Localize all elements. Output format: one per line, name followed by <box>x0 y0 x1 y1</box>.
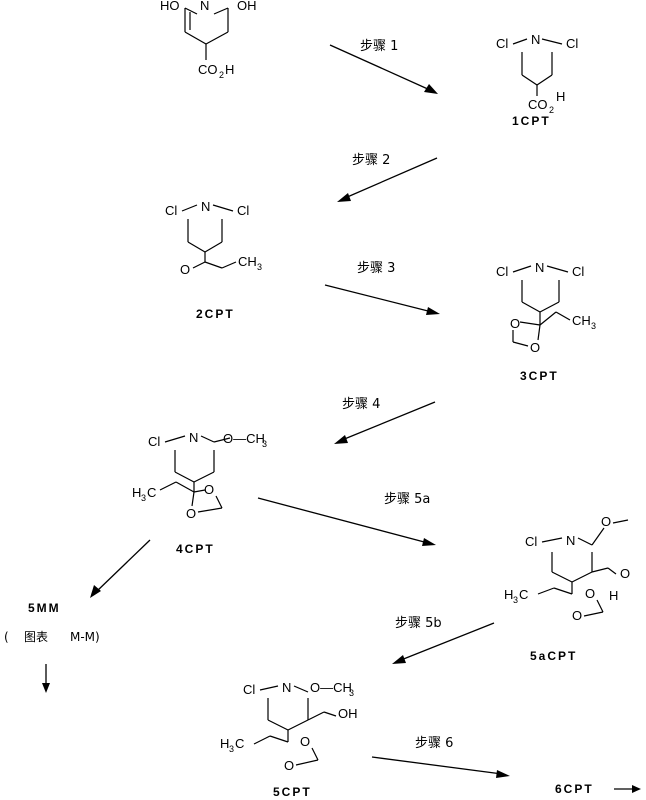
cl-atom: Cl <box>243 682 255 697</box>
step-5a-label: 步骤 5a <box>384 492 430 507</box>
n-atom: N <box>189 430 198 445</box>
compound-6cpt-label: 6CPT <box>555 782 594 796</box>
compound-5cpt-label: 5CPT <box>273 785 312 799</box>
compound-5cpt-structure: Cl N O—CH 3 OH O O H 3 C <box>220 680 358 773</box>
oh-atom: OH <box>237 0 257 13</box>
co2h-group: CO <box>198 62 218 77</box>
o-atom: O <box>572 608 582 623</box>
compound-5mm-label: 5MM <box>28 601 61 615</box>
starting-material-structure: HO N OH CO 2 H <box>160 0 257 80</box>
step-5b-label: 步骤 5b <box>395 616 442 631</box>
o-atom: O <box>284 758 294 773</box>
compound-5acpt-label: 5aCPT <box>530 649 577 663</box>
o-atom: O <box>585 586 595 601</box>
compound-2cpt-label: 2CPT <box>196 307 235 321</box>
h3c-h: H <box>132 485 141 500</box>
h-atom: H <box>556 89 565 104</box>
step-1-arrow <box>329 44 431 91</box>
o-atom: O <box>601 514 611 529</box>
step-6-label: 步骤 6 <box>415 736 453 751</box>
step-5b-arrow <box>400 622 495 661</box>
h3c-h: H <box>220 736 229 751</box>
co2h-h: H <box>225 62 234 77</box>
mm-note-chinese: 图表 <box>24 630 48 644</box>
n-atom: N <box>535 260 544 275</box>
ch3-group: CH <box>238 254 257 269</box>
h3c-c: C <box>519 587 528 602</box>
step-5a-arrow <box>257 497 429 544</box>
cl-atom: Cl <box>496 36 508 51</box>
n-atom: N <box>566 533 575 548</box>
cl-atom: Cl <box>148 434 160 449</box>
compound-1cpt-label: 1CPT <box>512 114 551 128</box>
step-6-arrow <box>371 756 503 775</box>
compound-4cpt-structure: Cl N O—CH 3 O O H 3 C <box>132 430 267 521</box>
step-2-label: 步骤 2 <box>352 153 390 168</box>
h3c-c: C <box>147 485 156 500</box>
oh-group: OH <box>338 706 358 721</box>
compound-4cpt-label: 4CPT <box>176 542 215 556</box>
h3c-sub: 3 <box>141 493 146 503</box>
ch3-sub: 3 <box>257 262 262 272</box>
o-atom: O <box>180 262 190 277</box>
step-1-label: 步骤 1 <box>360 39 398 54</box>
n-atom: N <box>531 32 540 47</box>
h3c-c: C <box>235 736 244 751</box>
n-atom: N <box>282 680 291 695</box>
to-5mm-arrow <box>95 539 151 593</box>
methoxy-group: O—CH <box>310 680 352 695</box>
cl-atom: Cl <box>165 203 177 218</box>
ho-atom: HO <box>160 0 180 13</box>
o-atom: O <box>530 340 540 355</box>
cl-atom: Cl <box>237 203 249 218</box>
compound-1cpt-structure: Cl N Cl CO 2 H <box>496 32 578 115</box>
cl-atom: Cl <box>566 36 578 51</box>
compound-3cpt-structure: Cl N Cl O O CH 3 <box>496 260 596 355</box>
cl-atom: Cl <box>525 534 537 549</box>
step-2-arrow <box>344 157 438 199</box>
ch3-sub: 3 <box>591 321 596 331</box>
methoxy-sub: 3 <box>349 688 354 698</box>
n-atom: N <box>201 199 210 214</box>
ch3-group: CH <box>572 313 591 328</box>
h3c-h: H <box>504 587 513 602</box>
o-atom: O <box>300 734 310 749</box>
aldehyde-o: O <box>620 566 630 581</box>
methoxy-group: O—CH <box>223 431 265 446</box>
n-atom: N <box>200 0 209 13</box>
step-3-label: 步骤 3 <box>357 261 395 276</box>
co-sub: 2 <box>549 105 554 115</box>
compound-2cpt-structure: Cl N Cl O CH 3 <box>165 199 262 277</box>
compound-3cpt-label: 3CPT <box>520 369 559 383</box>
step-4-label: 步骤 4 <box>342 397 380 412</box>
mm-note-open: ( <box>4 630 9 644</box>
aldehyde-h: H <box>609 588 618 603</box>
o-atom: O <box>186 506 196 521</box>
o-atom: O <box>204 482 214 497</box>
o-atom: O <box>510 316 520 331</box>
co-group: CO <box>528 97 548 112</box>
methoxy-sub: 3 <box>262 439 267 449</box>
cl-atom: Cl <box>496 264 508 279</box>
compound-5acpt-structure: Cl N O O H O O H 3 C <box>504 514 630 623</box>
co2h-sub: 2 <box>219 70 224 80</box>
step-4-arrow <box>341 401 436 441</box>
step-3-arrow <box>324 284 433 313</box>
h3c-sub: 3 <box>229 744 234 754</box>
h3c-sub: 3 <box>513 595 518 605</box>
cl-atom: Cl <box>572 264 584 279</box>
mm-note-rest: M-M) <box>70 630 100 644</box>
